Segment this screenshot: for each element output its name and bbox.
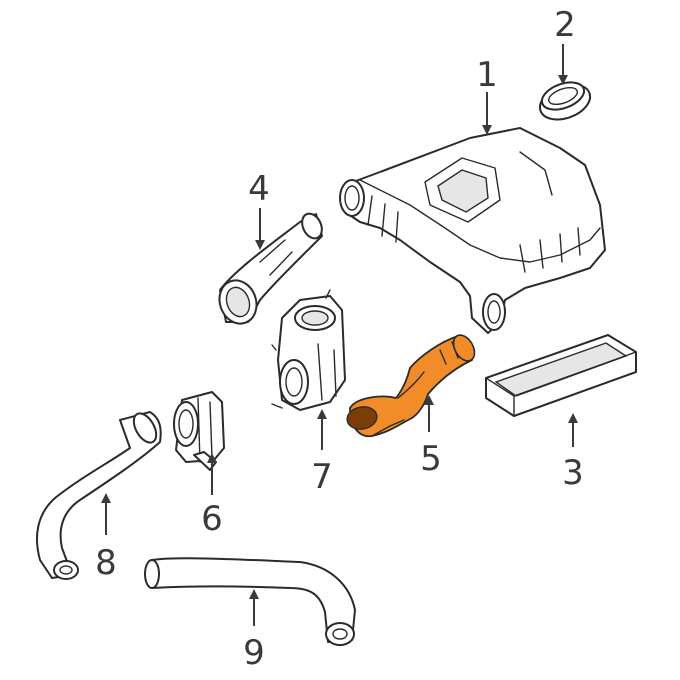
air-filter-element[interactable] (485, 334, 637, 417)
callout-5: 5 (420, 439, 442, 479)
callout-3: 3 (562, 453, 584, 493)
callout-9: 9 (243, 633, 265, 673)
air-flow-meter-housing[interactable] (271, 289, 346, 411)
intake-duct[interactable] (214, 210, 326, 328)
hose-left[interactable] (36, 410, 162, 580)
callout-7: 7 (311, 457, 333, 497)
leader-lines (101, 44, 578, 626)
callout-1: 1 (476, 55, 498, 95)
seal-ring[interactable] (535, 77, 595, 126)
callout-2: 2 (554, 5, 576, 45)
air-inlet-duct-highlighted[interactable] (345, 331, 478, 438)
hose-bottom[interactable] (144, 557, 356, 646)
air-cleaner-housing[interactable] (339, 127, 606, 334)
callout-numbers: 1 2 3 4 5 6 7 8 9 (95, 5, 584, 673)
callout-6: 6 (201, 499, 223, 539)
callout-4: 4 (248, 169, 270, 209)
clamp-adapter[interactable] (173, 391, 225, 471)
callout-8: 8 (95, 543, 117, 583)
